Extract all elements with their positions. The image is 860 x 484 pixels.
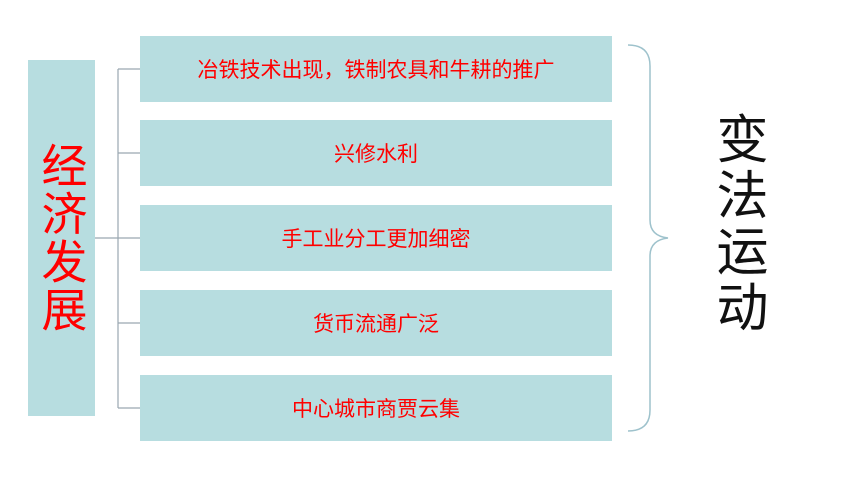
economic-development-box: 经济发展 [28, 60, 95, 416]
item-box-handicraft: 手工业分工更加细密 [140, 205, 612, 271]
item-text-water-conservancy: 兴修水利 [334, 142, 418, 166]
item-text-cities-merchants: 中心城市商贾云集 [292, 397, 460, 421]
item-box-currency: 货币流通广泛 [140, 290, 612, 356]
item-text-iron-technology: 冶铁技术出现，铁制农具和牛耕的推广 [197, 58, 555, 82]
item-text-currency: 货币流通广泛 [313, 312, 439, 336]
item-box-cities-merchants: 中心城市商贾云集 [140, 375, 612, 441]
reform-movement-label: 变法运动 [707, 112, 767, 336]
item-box-iron-technology: 冶铁技术出现，铁制农具和牛耕的推广 [140, 36, 612, 102]
right-curly-brace [627, 44, 669, 432]
item-box-water-conservancy: 兴修水利 [140, 120, 612, 186]
left-bracket-connector [95, 68, 140, 409]
economic-development-label: 经济发展 [34, 142, 89, 334]
item-text-handicraft: 手工业分工更加细密 [281, 227, 471, 251]
